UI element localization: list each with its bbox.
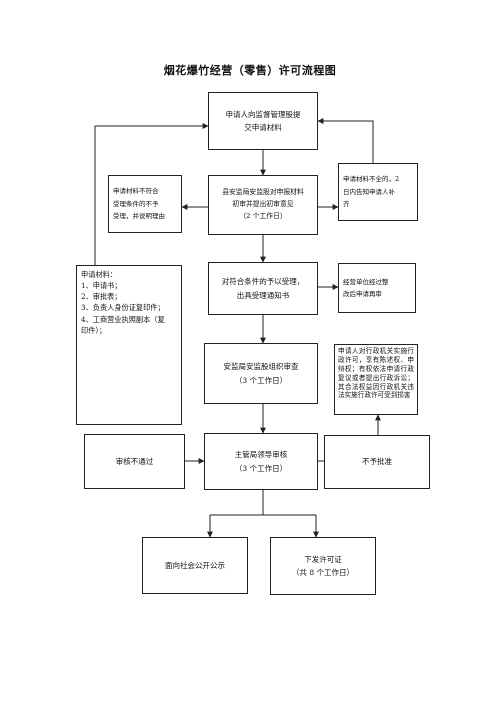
- box-denied: 不予批准: [324, 435, 430, 489]
- arrow-materials-to-apply: [94, 123, 209, 265]
- box-apply: 申请人向监督管理股提 交申请材料: [208, 92, 318, 150]
- box-accept: 对符合条件的予以受理， 出具受理通知书: [208, 262, 318, 315]
- box-not-accepted: 申请材料不符合 受理条件的不予 受理，并说明理由: [108, 175, 182, 233]
- box-leader-review: 主管局领导审核 （3 个工作日）: [204, 433, 318, 490]
- box-incomplete: 申请材料不全的，2 日内告知申请人补 齐: [338, 163, 418, 221]
- box-failed: 审核不通过: [84, 434, 185, 489]
- arrow-incomplete-to-apply: [317, 118, 374, 163]
- box-site-check: 经营单位经过整 改后申请再审: [338, 263, 416, 313]
- box-issue: 下发许可证 （共 8 个工作日）: [270, 537, 376, 595]
- page-title: 烟花爆竹经营（零售）许可流程图: [163, 64, 337, 77]
- box-org-review: 安监局安监股组织审查 （3 个工作日）: [204, 343, 318, 404]
- box-review: 县安监局安监股对申报材料 初审并提出初审意见 （2 个工作日）: [208, 175, 318, 235]
- box-publicize: 面向社会公开公示: [142, 537, 248, 594]
- box-rights: 申请人对行政机关实施行政许可，享有陈述权、申辩权；有权依法申请行政复议或者提出行…: [334, 344, 418, 415]
- box-materials: 申请材料： 1、申请书； 2、审批表； 3、负责人身份证复印件； 4、工商营业执…: [76, 265, 182, 425]
